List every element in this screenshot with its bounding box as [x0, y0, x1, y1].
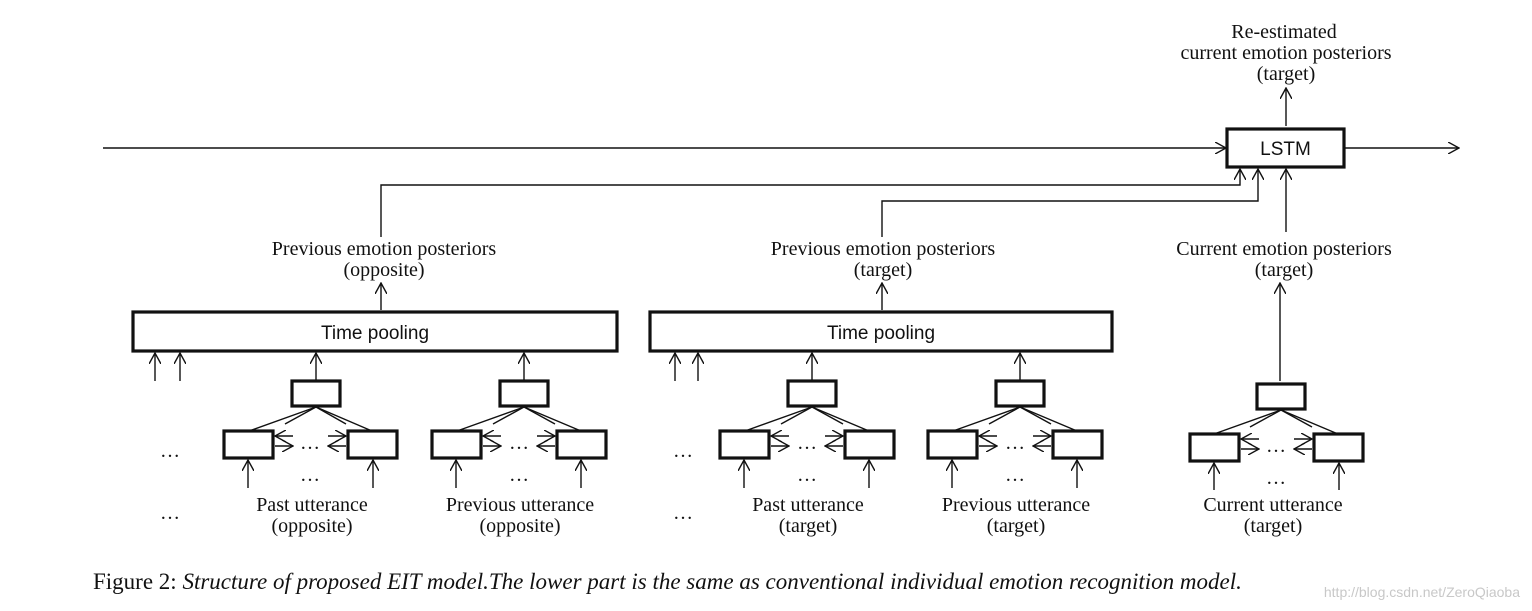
link — [780, 406, 813, 425]
target-past-utterance-block: … … Past utterance (target) — [718, 353, 896, 537]
ellipsis: … — [1266, 435, 1286, 457]
group-opposite: Previous emotion posteriors (opposite) T… — [131, 238, 619, 537]
ellipsis: … — [300, 464, 320, 486]
current-posterior-line2: (target) — [1255, 259, 1314, 281]
opposite-previous-utterance-line2: (opposite) — [479, 515, 560, 537]
current-utterance-block: … … Current utterance (target) — [1188, 382, 1365, 537]
opposite-time-pooling-box — [131, 310, 619, 353]
frame-box-right — [1312, 432, 1365, 463]
link — [1019, 406, 1052, 425]
lstm-label: LSTM — [1260, 139, 1311, 160]
link — [284, 406, 317, 425]
watermark: http://blog.csdn.net/ZeroQiaoba — [1324, 584, 1520, 600]
opposite-previous-utterance-line1: Previous utterance — [446, 494, 594, 516]
link — [811, 406, 870, 432]
opposite-past-utterance-block: … … Past utterance (opposite) — [222, 353, 399, 537]
opposite-ellipsis-left-upper: … — [160, 440, 180, 462]
opposite-ellipsis-left-lower: … — [160, 502, 180, 524]
link — [952, 406, 1021, 432]
ellipsis: … — [509, 464, 529, 486]
link — [811, 406, 844, 425]
link — [1019, 406, 1078, 432]
target-previous-utterance-line1: Previous utterance — [942, 494, 1090, 516]
summary-box — [786, 379, 838, 408]
target-past-utterance-line2: (target) — [779, 515, 838, 537]
frame-box-right — [1051, 429, 1104, 460]
target-prev-time-pooling-label: Time pooling — [827, 323, 935, 344]
link — [248, 406, 317, 432]
frame-box-left — [222, 429, 275, 460]
summary-box — [994, 379, 1046, 408]
current-posterior-line1: Current emotion posteriors — [1176, 238, 1392, 260]
frame-box-left — [718, 429, 771, 460]
target-prev-posterior-to-lstm — [881, 169, 1258, 237]
current-utterance-line1: Current utterance — [1203, 494, 1342, 516]
figure-caption: Figure 2: Structure of proposed EIT mode… — [93, 569, 1242, 594]
figure-caption-text: Structure of proposed EIT model.The lowe… — [182, 569, 1241, 594]
opposite-previous-utterance-block: … … Previous utterance (opposite) — [430, 353, 608, 537]
frame-box-left — [926, 429, 979, 460]
summary-box — [1255, 382, 1307, 411]
link — [456, 406, 525, 432]
output-label-line3: (target) — [1257, 63, 1316, 85]
link — [1280, 409, 1313, 428]
target-prev-posterior-line2: (target) — [854, 259, 913, 281]
frame-box-right — [346, 429, 399, 460]
frame-box-left — [430, 429, 483, 460]
target-prev-ellipsis-left-lower: … — [673, 502, 693, 524]
output-label-line2: current emotion posteriors — [1180, 42, 1391, 64]
target-prev-ellipsis-left-upper: … — [673, 440, 693, 462]
opposite-posterior-line2: (opposite) — [343, 259, 424, 281]
link — [315, 406, 347, 425]
frame-box-right — [843, 429, 896, 460]
target-previous-utterance-line2: (target) — [987, 515, 1046, 537]
opposite-posterior-to-lstm — [380, 169, 1240, 237]
link — [1249, 409, 1282, 428]
frame-box-right — [555, 429, 608, 460]
ellipsis: … — [1005, 464, 1025, 486]
output-label-line1: Re-estimated — [1231, 21, 1337, 43]
summary-box — [498, 379, 550, 408]
link — [492, 406, 525, 425]
link — [1213, 409, 1282, 435]
frame-box-left — [1188, 432, 1241, 463]
current-utterance-line2: (target) — [1244, 515, 1303, 537]
ellipsis: … — [797, 432, 817, 454]
output-label: Re-estimated current emotion posteriors … — [1180, 21, 1391, 85]
ellipsis: … — [300, 432, 320, 454]
ellipsis: … — [1266, 467, 1286, 489]
group-target-previous: Previous emotion posteriors (target) Tim… — [648, 238, 1114, 537]
link — [1280, 409, 1339, 435]
ellipsis: … — [1005, 432, 1025, 454]
target-past-utterance-line1: Past utterance — [752, 494, 864, 516]
group-current: Current emotion posteriors (target) … … … — [1176, 238, 1392, 537]
lstm-box: LSTM — [1225, 127, 1346, 169]
link — [744, 406, 813, 432]
opposite-past-utterance-line1: Past utterance — [256, 494, 368, 516]
link — [315, 406, 373, 432]
link — [523, 406, 556, 425]
target-previous-utterance-block: … … Previous utterance (target) — [926, 353, 1104, 537]
target-prev-time-pooling-box — [648, 310, 1114, 353]
opposite-time-pooling-label: Time pooling — [321, 323, 429, 344]
opposite-posterior-line1: Previous emotion posteriors — [272, 238, 497, 260]
target-prev-posterior-line1: Previous emotion posteriors — [771, 238, 996, 260]
summary-box — [290, 379, 342, 408]
ellipsis: … — [797, 464, 817, 486]
figure-caption-prefix: Figure 2: — [93, 569, 182, 594]
ellipsis: … — [509, 432, 529, 454]
opposite-past-utterance-line2: (opposite) — [271, 515, 352, 537]
link — [988, 406, 1021, 425]
link — [523, 406, 582, 432]
